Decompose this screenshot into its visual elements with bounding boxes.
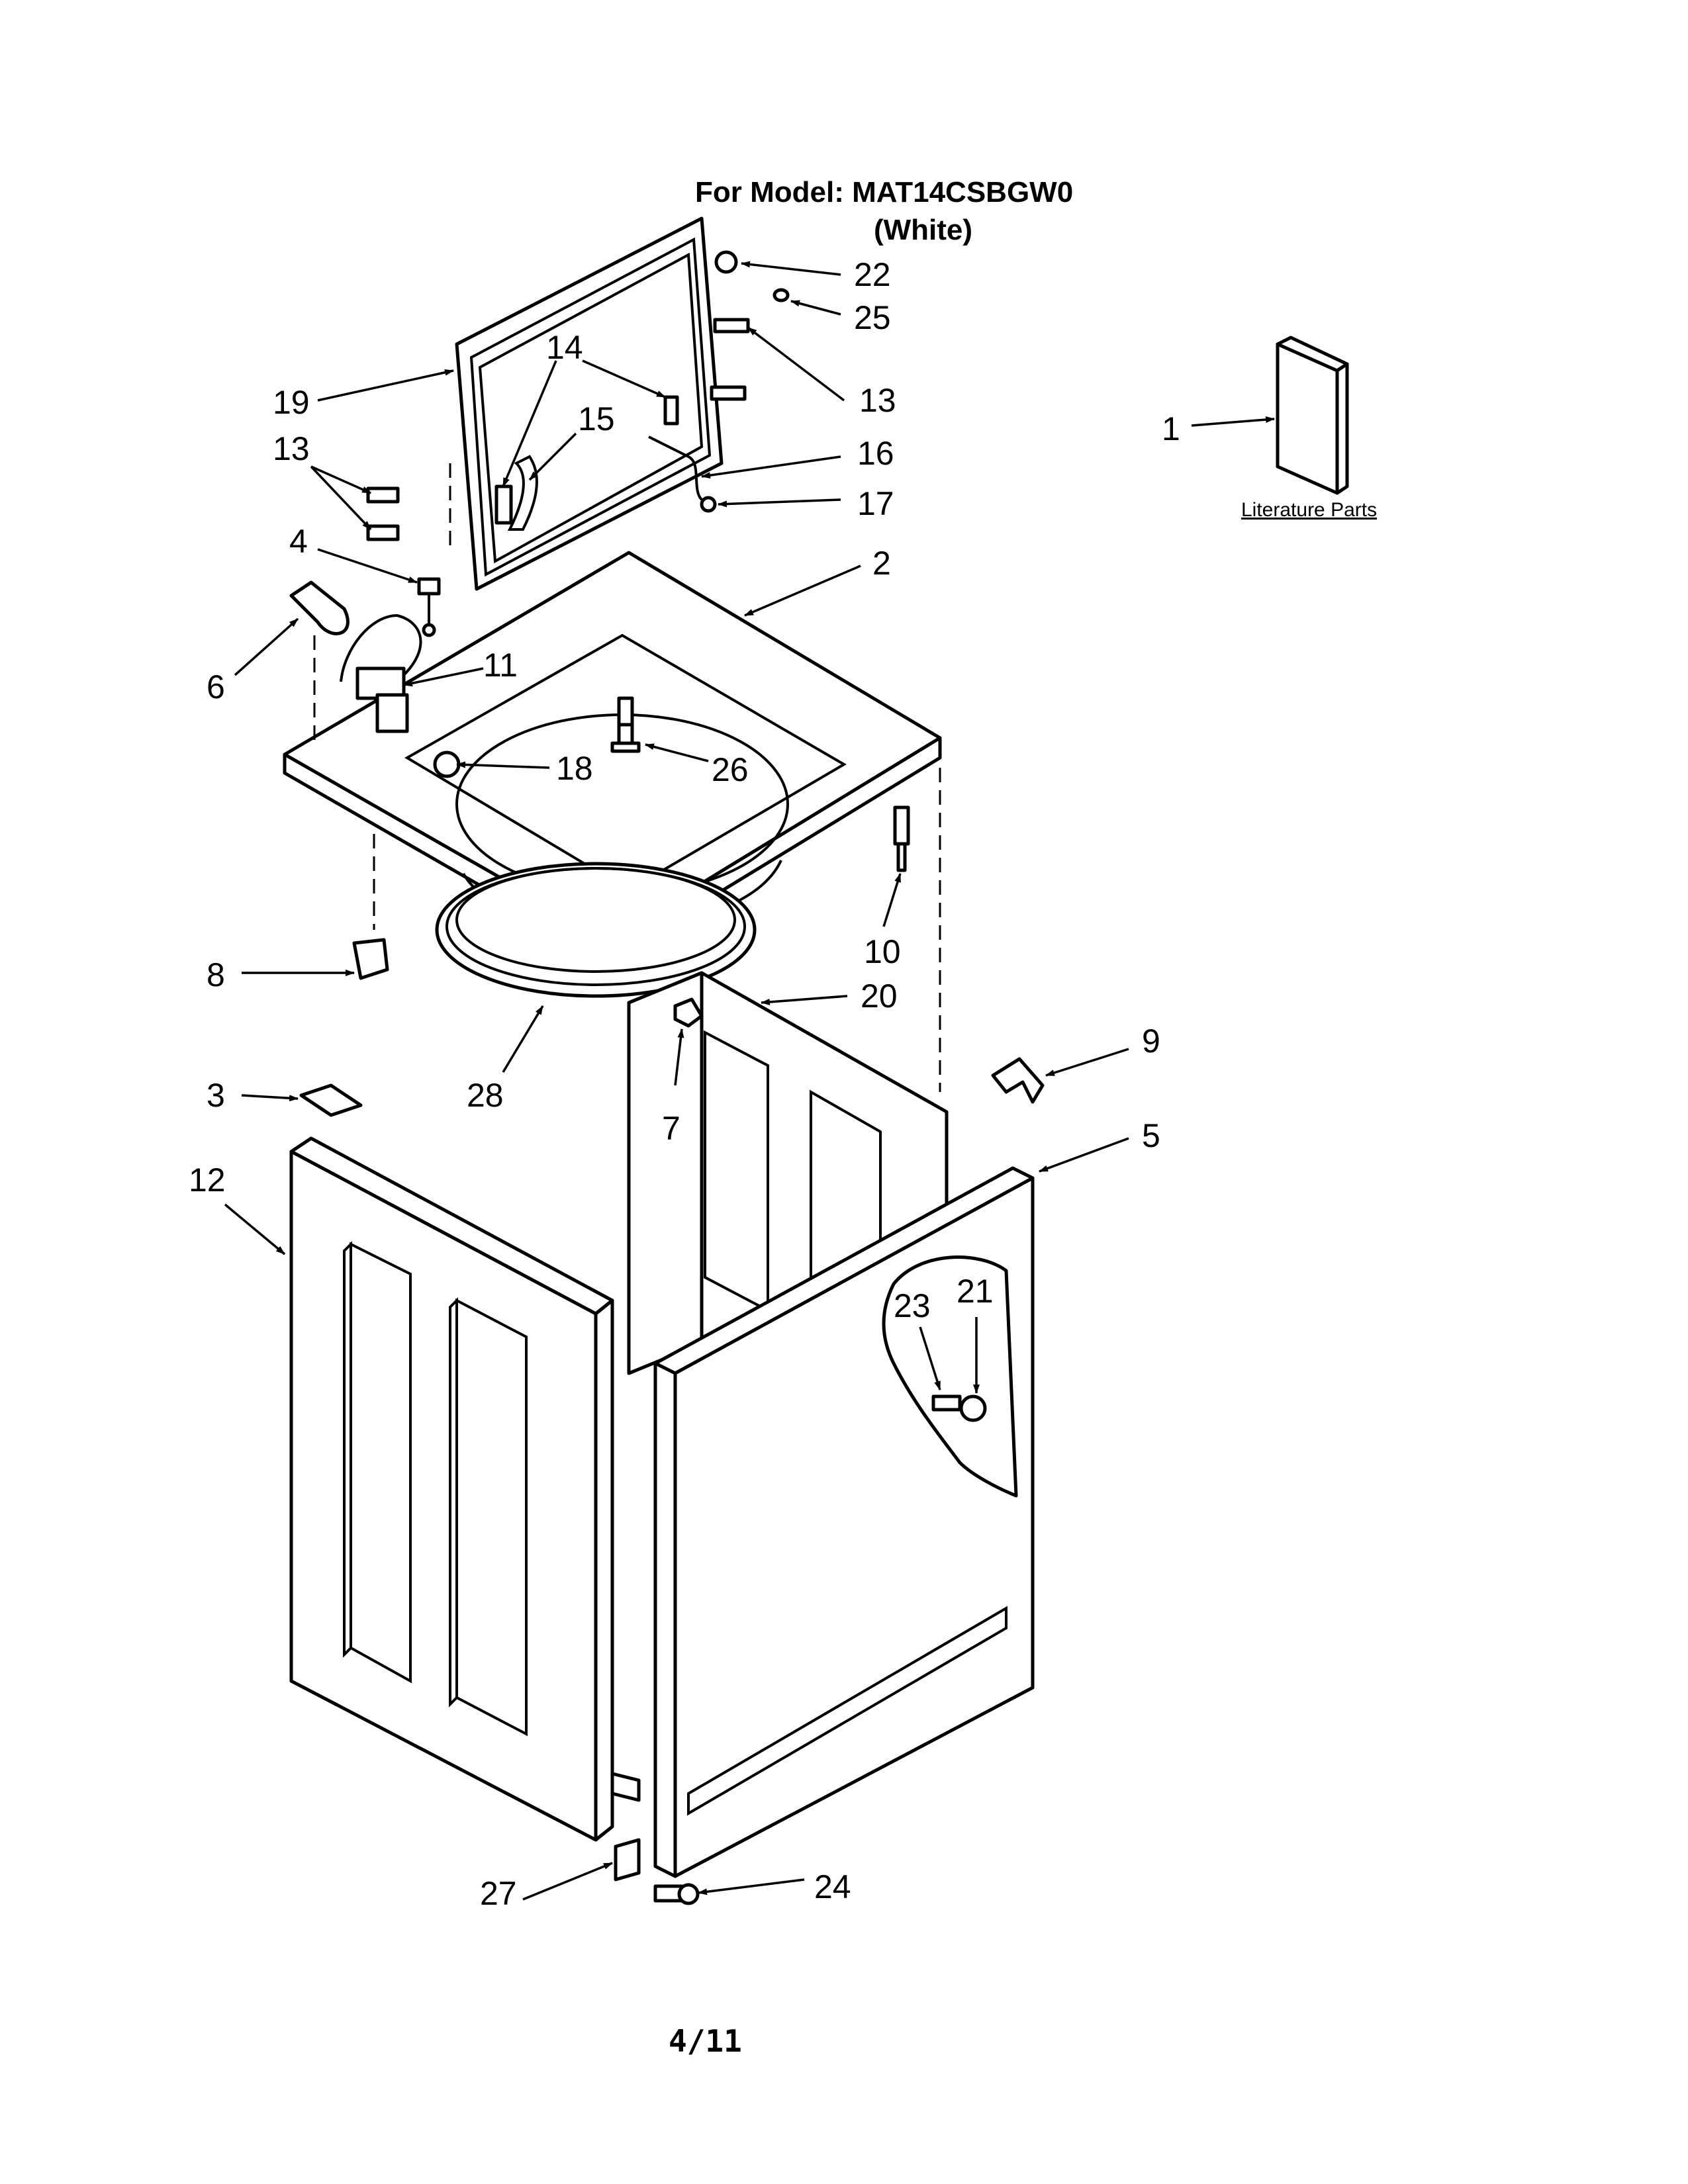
callout-25: 25 — [854, 299, 891, 336]
callout-17: 17 — [857, 485, 894, 522]
callout-16: 16 — [857, 435, 894, 472]
bracket-27 — [614, 1838, 641, 1882]
callout-20: 20 — [861, 978, 898, 1015]
callout-1: 1 — [1162, 410, 1180, 447]
callout-28: 28 — [467, 1077, 504, 1114]
screw-24 — [653, 1883, 700, 1905]
callout-15: 15 — [578, 400, 615, 437]
callout-11: 11 — [483, 647, 518, 684]
side-panel-left — [289, 1136, 641, 1842]
bumper-8 — [352, 938, 389, 980]
callout-12: 12 — [189, 1161, 226, 1199]
callout-26: 26 — [712, 751, 749, 788]
model-title: For Model: MAT14CSBGW0 — [695, 176, 1073, 208]
callout-13-left: 13 — [273, 430, 310, 467]
color-subtitle: (White) — [874, 214, 972, 246]
screw-pair-left — [366, 486, 400, 541]
callout-19: 19 — [273, 384, 310, 421]
screw-26 — [610, 723, 641, 753]
callout-24: 24 — [814, 1868, 851, 1905]
callout-21: 21 — [957, 1273, 994, 1310]
page-number: 4/11 — [669, 2023, 742, 2059]
callout-18: 18 — [556, 750, 593, 787]
callout-10: 10 — [864, 933, 901, 970]
callout-2: 2 — [872, 545, 891, 582]
clip-9 — [991, 1057, 1045, 1104]
callout-5: 5 — [1142, 1117, 1160, 1154]
callout-4: 4 — [289, 523, 308, 560]
pin-10 — [893, 805, 910, 872]
callout-7: 7 — [662, 1110, 680, 1147]
callout-6: 6 — [207, 668, 225, 705]
literature-parts-label: Literature Parts — [1241, 499, 1377, 521]
callout-13-right: 13 — [859, 382, 896, 419]
literature-booklet — [1276, 336, 1349, 495]
leader-lines — [224, 261, 1275, 1901]
callout-numbers: 22 25 19 14 13 15 16 17 13 4 2 6 11 18 2… — [189, 256, 1180, 1912]
screw-4 — [417, 577, 441, 637]
callout-27: 27 — [480, 1875, 517, 1912]
wire-clip — [289, 580, 350, 635]
nut-7 — [673, 997, 704, 1028]
callout-9: 9 — [1142, 1023, 1160, 1060]
callout-23: 23 — [894, 1287, 931, 1324]
callout-22: 22 — [854, 256, 891, 293]
lid-switch — [340, 614, 422, 733]
tub-ring — [435, 862, 757, 998]
callout-14: 14 — [546, 329, 583, 366]
callout-3: 3 — [207, 1077, 225, 1114]
callout-8: 8 — [207, 956, 225, 993]
front-cabinet — [653, 1166, 1035, 1878]
pad-3 — [299, 1083, 363, 1117]
